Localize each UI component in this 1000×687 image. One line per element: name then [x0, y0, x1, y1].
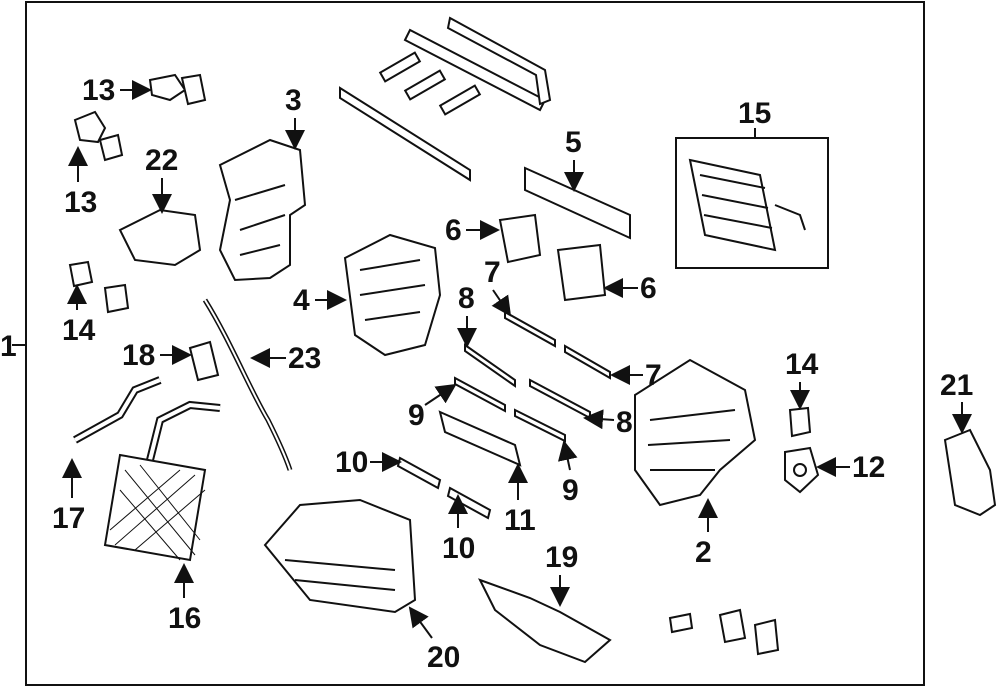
- callout-10b: 10: [442, 532, 475, 565]
- callout-12: 12: [852, 451, 885, 484]
- sensor-icon: [68, 260, 812, 438]
- callout-1: 1: [0, 330, 17, 363]
- actuator-icon: [73, 73, 207, 162]
- callout-7b: 7: [645, 359, 662, 392]
- callout-15: 15: [738, 97, 771, 130]
- callout-10a: 10: [335, 446, 368, 479]
- callout-11: 11: [504, 504, 536, 537]
- leader-8b: [583, 409, 615, 430]
- evaporator-box: [675, 137, 829, 269]
- plug-icon: [188, 340, 220, 382]
- lower-case-icon: [634, 358, 757, 507]
- arm-icon: [396, 456, 492, 520]
- callout-18: 18: [122, 339, 155, 372]
- callout-13b: 13: [64, 186, 97, 219]
- shaft-icon: [438, 310, 611, 467]
- motor-icon: [784, 446, 820, 494]
- callout-7a: 7: [484, 256, 501, 289]
- diagram-frame: [25, 1, 925, 686]
- filter-icon: [524, 166, 631, 240]
- callout-5: 5: [565, 126, 582, 159]
- seal-strips-icon: [339, 16, 552, 182]
- leader-7a: [491, 289, 512, 317]
- hose-icon: [202, 298, 293, 471]
- callout-14b: 14: [785, 348, 819, 381]
- callout-6b: 6: [640, 272, 657, 305]
- callout-8a: 8: [458, 282, 475, 315]
- callout-13a: 13: [82, 74, 115, 107]
- callout-2: 2: [695, 536, 712, 569]
- callout-9b: 9: [562, 474, 579, 507]
- callout-22: 22: [145, 144, 178, 177]
- cover-icon: [943, 428, 997, 517]
- lower-housing-icon: [263, 498, 417, 614]
- bracket-icon: [477, 578, 612, 664]
- evaporator-icon: [688, 158, 806, 252]
- callout-19: 19: [545, 541, 578, 574]
- callout-21: 21: [940, 369, 973, 402]
- heater-core-icon: [103, 453, 207, 562]
- callout-23: 23: [288, 342, 321, 375]
- callout-17: 17: [52, 502, 85, 535]
- pipe-icon: [73, 376, 221, 461]
- door-icon: [498, 213, 607, 302]
- duct-icon: [118, 208, 202, 267]
- callout-9a: 9: [408, 399, 425, 432]
- callout-8b: 8: [616, 406, 633, 439]
- callout-4: 4: [293, 284, 310, 317]
- upper-case-icon: [218, 138, 307, 282]
- callout-16: 16: [168, 602, 201, 635]
- callout-14a: 14: [62, 314, 96, 347]
- callout-6a: 6: [445, 214, 462, 247]
- callout-20: 20: [427, 641, 460, 674]
- leader-9b: [557, 440, 578, 471]
- blower-housing-icon: [343, 233, 442, 357]
- leader-20: [408, 606, 433, 639]
- callout-3: 3: [285, 84, 302, 117]
- clip-icon: [668, 608, 780, 656]
- leader-9a: [424, 383, 457, 406]
